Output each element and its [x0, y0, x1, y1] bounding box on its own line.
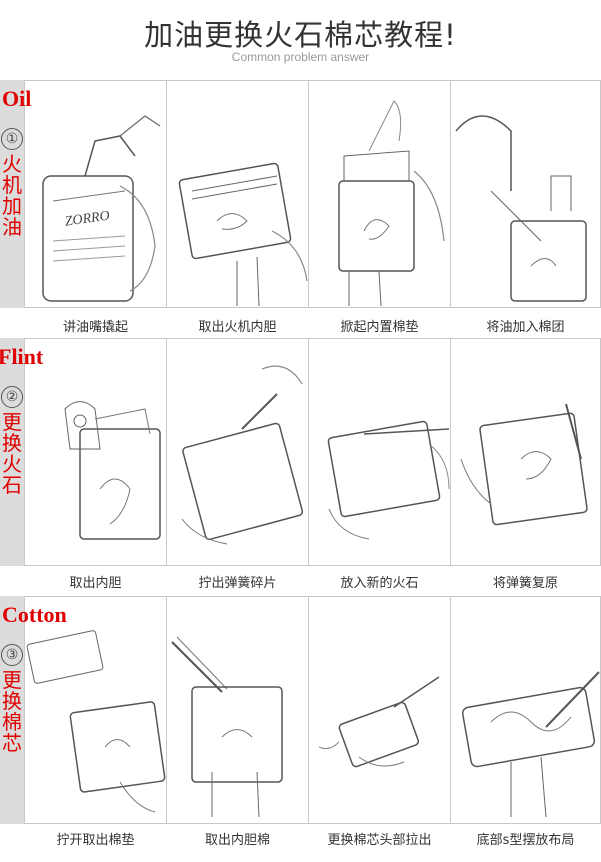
step-number: ③ [1, 644, 23, 666]
section-sidebar [0, 596, 24, 824]
oil-can-sketch: ZORRO [42, 115, 161, 302]
new-flint-sketch [327, 420, 450, 540]
step-caption: 拧出弹簧碎片 [198, 576, 277, 591]
step-image-flint-1 [24, 338, 167, 566]
step-caption: 取出内胆棉 [204, 833, 270, 848]
step-number: ② [1, 386, 23, 408]
step-caption: 讲油嘴撬起 [62, 320, 128, 335]
section-oil: Oil ① 火机加油 ZORRO [0, 80, 601, 338]
step-image-cotton-3 [308, 596, 451, 824]
section-vertical-label: 火机加油 [2, 152, 22, 239]
step-image-flint-3 [308, 338, 451, 566]
section-flint: Flint ② 更换火石 [0, 338, 601, 596]
step-image-cotton-2 [166, 596, 309, 824]
step-caption: 拧开取出棉垫 [56, 833, 135, 848]
step-caption: 取出内胆 [69, 576, 122, 591]
step-caption: 放入新的火石 [340, 576, 419, 591]
step-number: ① [1, 128, 23, 150]
section-tag: Cotton [2, 602, 67, 627]
insert-out-sketch [64, 401, 161, 540]
step-image-oil-1: ZORRO [24, 80, 167, 308]
step-caption: 取出火机内胆 [198, 320, 277, 335]
step-image-oil-3 [308, 80, 451, 308]
step-caption: 将弹簧复原 [492, 576, 558, 591]
s-layout-sketch [461, 671, 600, 818]
step-image-oil-4 [450, 80, 601, 308]
step-image-cotton-4 [450, 596, 601, 824]
step-image-flint-4 [450, 338, 601, 566]
step-caption: 更换棉芯头部拉出 [327, 833, 432, 848]
section-sidebar [0, 338, 24, 566]
spring-out-sketch [181, 365, 304, 545]
inner-cotton-sketch [171, 636, 283, 818]
step-caption: 将油加入棉团 [486, 320, 565, 335]
section-tag: Flint [0, 344, 44, 369]
step-image-cotton-1 [24, 596, 167, 824]
step-image-flint-2 [166, 338, 309, 566]
cotton-pad-sketch [338, 100, 445, 307]
page-subtitle: Common problem answer [231, 50, 370, 64]
step-caption: 掀起内置棉垫 [340, 320, 419, 335]
section-tag: Oil [2, 86, 32, 111]
page-title: 加油更换火石棉芯教程! [144, 18, 457, 52]
spring-back-sketch [460, 403, 588, 526]
section-vertical-label: 更换火石 [2, 410, 22, 497]
oil-can-brand: ZORRO [64, 209, 111, 230]
wick-pull-sketch [318, 676, 440, 768]
adding-fuel-sketch [455, 115, 587, 302]
step-caption: 底部s型摆放布局 [476, 833, 575, 848]
lighter-insert-sketch [178, 162, 308, 307]
section-vertical-label: 更换棉芯 [2, 668, 22, 755]
section-cotton: Cotton ③ 更换棉芯 [0, 596, 601, 862]
step-image-oil-2 [166, 80, 309, 308]
section-sidebar [0, 80, 24, 308]
open-pad-sketch [26, 630, 166, 813]
